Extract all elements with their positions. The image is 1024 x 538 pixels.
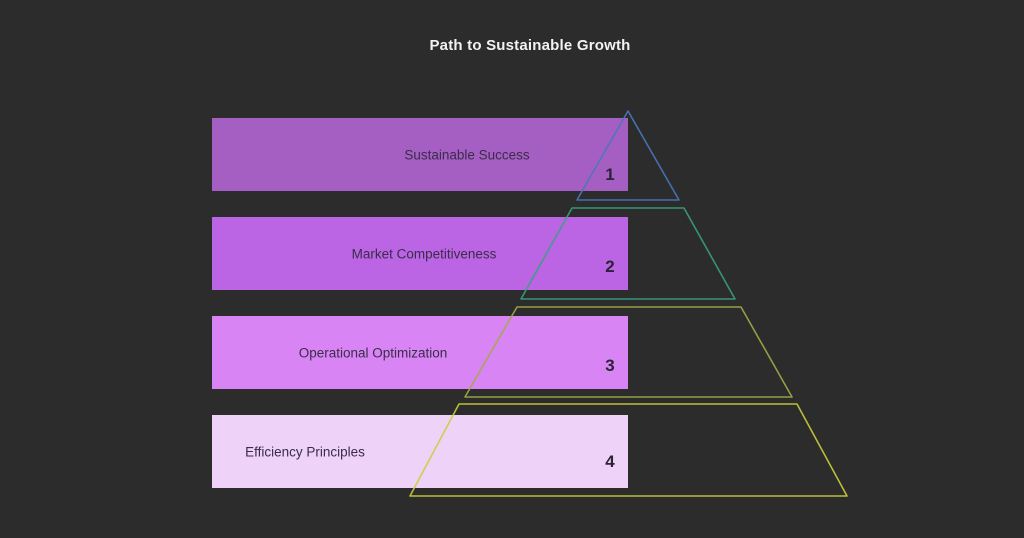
pyramid-outline-level-4	[409, 403, 848, 497]
pyramid-level-2: Market Competitiveness 2	[212, 217, 628, 290]
level-number: 4	[605, 452, 615, 471]
level-bar	[212, 118, 628, 191]
level-number: 2	[605, 257, 614, 276]
level-label: Operational Optimization	[299, 346, 448, 361]
pyramid-outline-level-1	[576, 110, 680, 201]
pyramid-level-3: Operational Optimization 3	[212, 316, 628, 389]
pyramid-level-1: Sustainable Success 1	[212, 118, 628, 191]
level-number: 3	[605, 356, 614, 375]
level-bar	[212, 217, 628, 290]
pyramid-outline-level-3	[464, 306, 793, 398]
level-number: 1	[605, 165, 614, 184]
page-title: Path to Sustainable Growth	[429, 37, 630, 54]
level-label: Sustainable Success	[404, 148, 530, 163]
pyramid-outline-level-2	[520, 207, 736, 300]
level-label: Efficiency Principles	[245, 445, 365, 460]
level-label: Market Competitiveness	[352, 247, 497, 262]
pyramid-level-4: Efficiency Principles 4	[212, 415, 628, 488]
level-bar	[212, 316, 628, 389]
